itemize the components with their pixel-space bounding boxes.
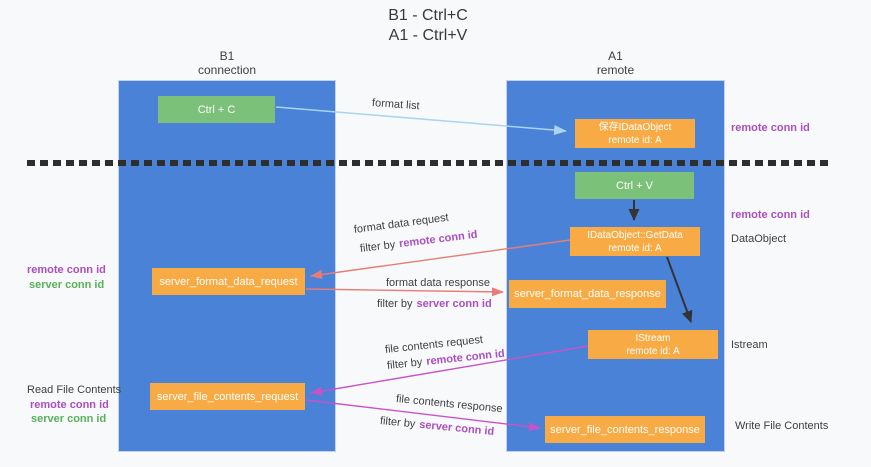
ctrl-c-box: Ctrl + C xyxy=(158,96,275,123)
istream-side-label: Istream xyxy=(731,339,768,351)
filter-by-text: filter by xyxy=(386,356,423,372)
dataobject-label: DataObject xyxy=(731,233,787,245)
left-column-header: B1 connection xyxy=(119,49,335,77)
left-server-conn-id-label: server conn id xyxy=(29,279,105,291)
server-format-data-request-box: server_format_data_request xyxy=(152,268,305,295)
istream-line1: IStream xyxy=(635,332,671,344)
format-response-label: server_format_data_response xyxy=(514,288,661,300)
idataobject-getdata-box: IDataObject::GetData remote id: A xyxy=(570,227,700,256)
title-line-2: A1 - Ctrl+V xyxy=(388,27,468,44)
server-file-contents-response-box: server_file_contents_response xyxy=(545,416,705,443)
server-conn-id-text: server conn id xyxy=(416,298,492,310)
right-remote-conn-id-label-top: remote conn id xyxy=(731,122,810,134)
diagram-title: B1 - Ctrl+C A1 - Ctrl+V xyxy=(278,6,578,46)
format-request-label: server_format_data_request xyxy=(159,275,298,288)
getdata-line2: remote id: A xyxy=(608,242,662,254)
server-file-contents-request-box: server_file_contents_request xyxy=(150,383,305,410)
filter-by-text: filter by xyxy=(359,238,396,255)
right-column-role: remote xyxy=(596,63,635,77)
left-remote-conn-id-label: remote conn id xyxy=(27,264,106,276)
left-remote-conn-id-label-2: remote conn id xyxy=(30,399,109,411)
ctrl-v-label: Ctrl + V xyxy=(616,179,653,192)
left-column-name: B1 xyxy=(219,49,235,63)
istream-line2: remote id: A xyxy=(626,345,680,357)
left-column-role: connection xyxy=(197,63,257,77)
filter-by-text: filter by xyxy=(377,298,413,310)
right-column-name: A1 xyxy=(608,49,623,63)
format-data-response-annotation: format data response xyxy=(386,277,490,289)
file-request-label: server_file_contents_request xyxy=(156,390,299,403)
getdata-line1: IDataObject::GetData xyxy=(587,229,683,241)
ctrl-c-label: Ctrl + C xyxy=(197,103,236,116)
remote-conn-id-text: remote conn id xyxy=(425,347,506,368)
istream-box: IStream remote id: A xyxy=(588,330,718,359)
filter-by-text: filter by xyxy=(379,415,416,431)
save-idataobject-box: 保存IDataObject remote id: A xyxy=(575,119,695,148)
file-response-label: server_file_contents_response xyxy=(550,423,700,436)
read-file-contents-label: Read File Contents xyxy=(27,384,122,396)
left-server-conn-id-label-2: server conn id xyxy=(31,413,107,425)
server-format-data-response-box: server_format_data_response xyxy=(509,280,666,308)
format-data-response-arrow xyxy=(305,287,504,297)
save-idataobject-line1: 保存IDataObject xyxy=(598,121,672,133)
server-conn-id-text: server conn id xyxy=(418,418,495,438)
file-contents-response-annotation: file contents response xyxy=(395,393,504,416)
remote-conn-id-text: remote conn id xyxy=(398,228,479,251)
save-idataobject-line2: remote id: A xyxy=(608,134,662,146)
title-line-1: B1 - Ctrl+C xyxy=(388,7,468,24)
write-file-contents-label: Write File Contents xyxy=(735,420,829,432)
format-data-request-annotation: format data request xyxy=(353,211,450,236)
right-remote-conn-id-label-mid: remote conn id xyxy=(731,209,810,221)
format-list-annotation: format list xyxy=(371,97,420,113)
right-column-header: A1 remote xyxy=(507,49,724,77)
ctrl-v-box: Ctrl + V xyxy=(575,172,694,199)
